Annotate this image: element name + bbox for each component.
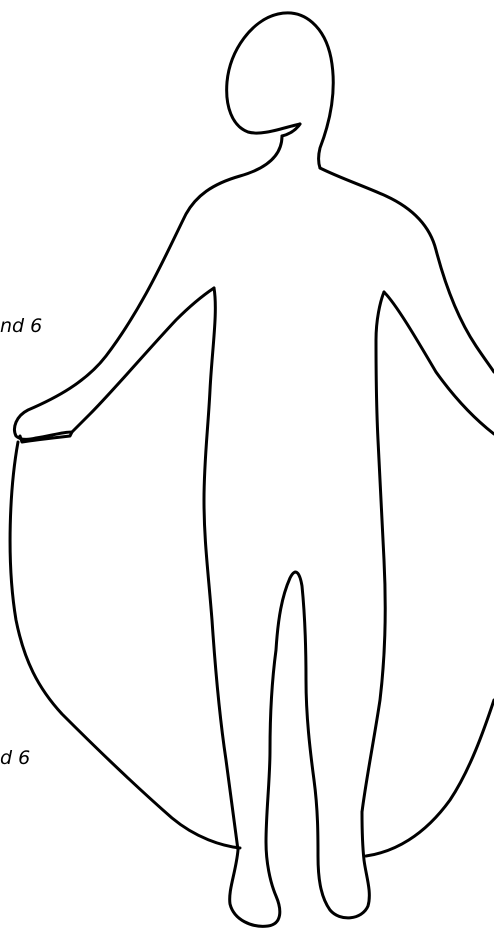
left-arm-outline: [15, 136, 283, 439]
right-body-outline: [362, 292, 385, 812]
lower-edge-label: d 6: [0, 749, 30, 768]
right-cape-outline: [366, 700, 494, 856]
right-inner-arm-outline: [384, 292, 494, 434]
upper-edge-label: nd 6: [0, 317, 42, 336]
right-arm-outline: [320, 168, 494, 372]
left-body-outline: [204, 288, 369, 926]
